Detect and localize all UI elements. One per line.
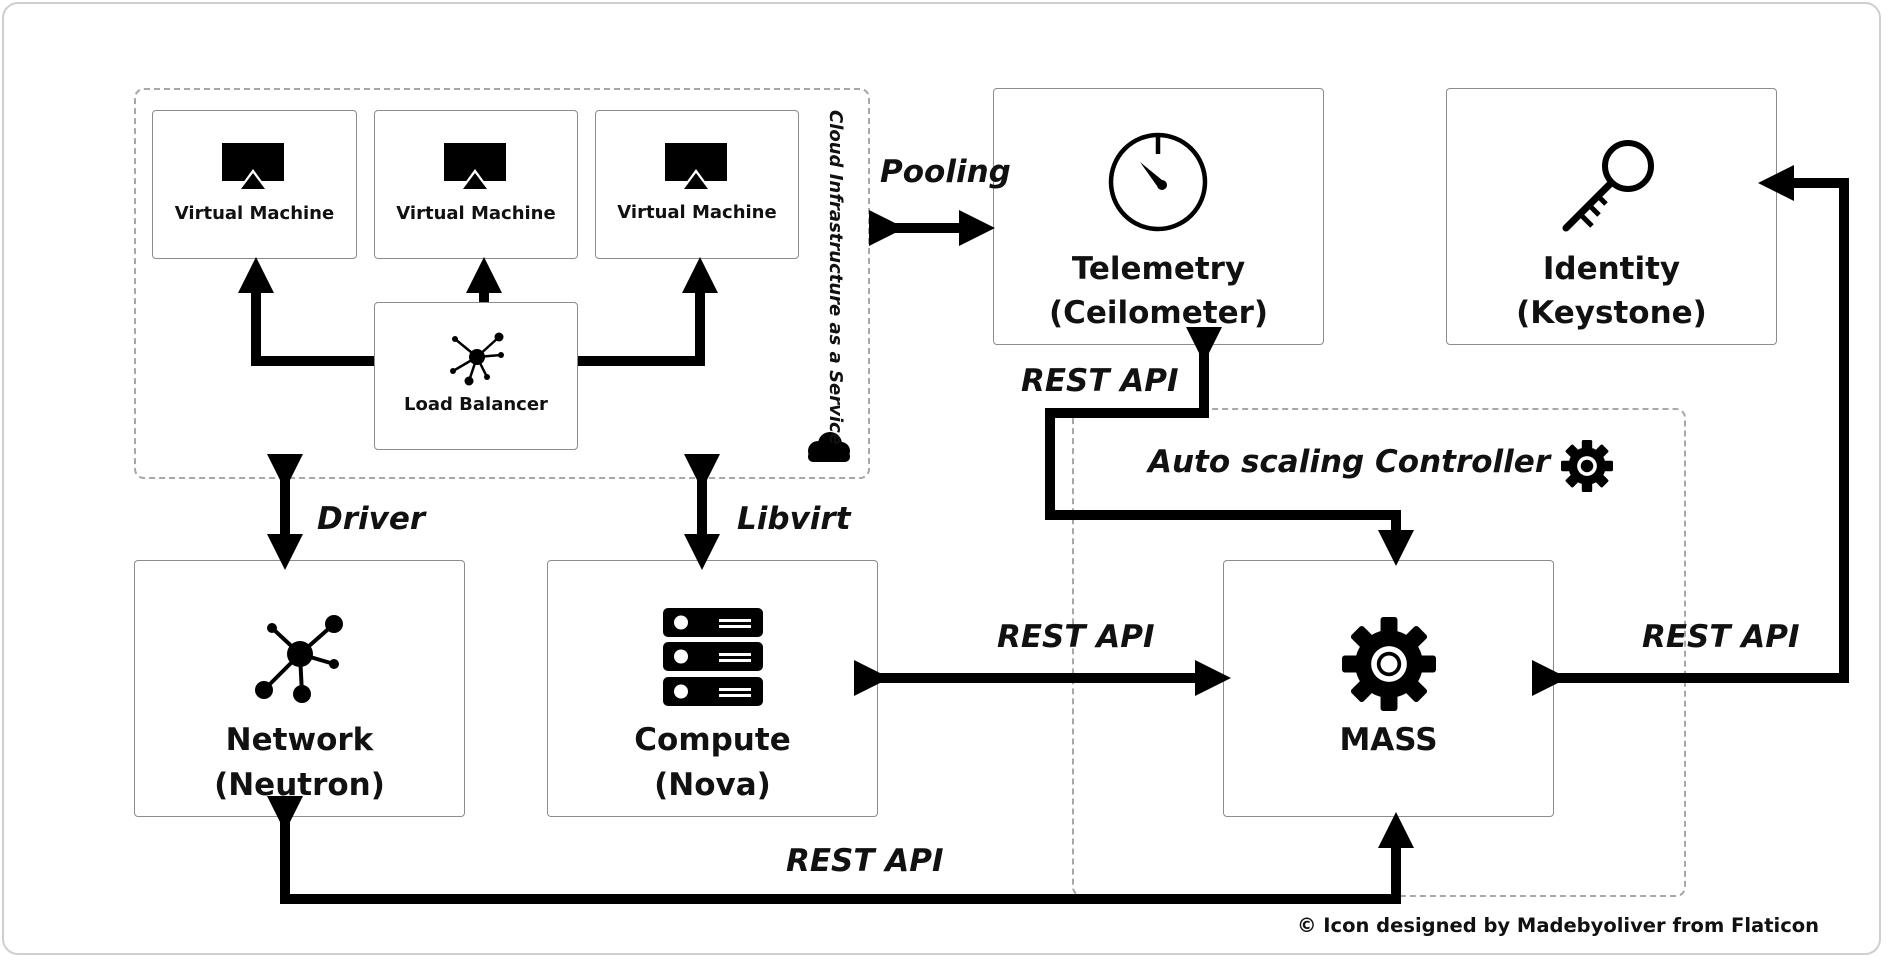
network-subtitle: (Neutron) [214,767,385,803]
cloud-group-label: Cloud Infrastructure as a Service [825,110,846,445]
vm-label-3: Virtual Machine [617,202,777,223]
gear-icon [1561,440,1613,492]
pooling-label: Pooling [880,154,1011,190]
rest-network-mass-label: REST API [786,843,944,879]
key-icon [1562,140,1654,232]
network-icon [450,332,504,386]
autoscale-group-label: Auto scaling Controller [1148,444,1551,480]
telemetry-mass-arrow [1045,327,1414,567]
driver-label: Driver [317,501,426,537]
telemetry-box[interactable] [993,88,1324,345]
load-balancer-label: Load Balancer [404,394,548,415]
server-icon [663,608,763,706]
telemetry-title: Telemetry [1071,251,1246,287]
cloud-icon [808,432,850,462]
gear-icon [1342,617,1436,711]
load-balancer-box[interactable] [374,302,578,450]
stopwatch-icon [1108,132,1208,232]
monitor-icon [665,143,727,191]
identity-subtitle: (Keystone) [1516,295,1707,331]
mass-title: MASS [1339,722,1438,758]
monitor-icon [444,143,506,191]
vm-label-2: Virtual Machine [396,203,556,224]
identity-mass-arrow [1532,164,1849,697]
network-title: Network [225,722,374,758]
rest-compute-mass-label: REST API [997,619,1155,655]
rest-identity-mass-label: REST API [1642,619,1800,655]
lb-to-vm1-arrow [238,256,374,366]
monitor-icon [222,143,284,191]
cloud-group [134,88,870,479]
vm-label-1: Virtual Machine [174,203,335,224]
libvirt-label: Libvirt [737,501,851,537]
identity-title: Identity [1542,251,1681,287]
telemetry-subtitle: (Ceilometer) [1048,295,1269,331]
network-mass-arrow [266,796,1415,904]
icon-credit: © Icon designed by Madebyoliver from Fla… [1297,914,1820,937]
rest-telemetry-mass-label: REST API [1021,363,1179,399]
network-icon [255,615,343,703]
compute-subtitle: (Nova) [654,767,771,803]
lb-to-vm3-arrow [578,256,719,366]
compute-title: Compute [634,722,791,758]
